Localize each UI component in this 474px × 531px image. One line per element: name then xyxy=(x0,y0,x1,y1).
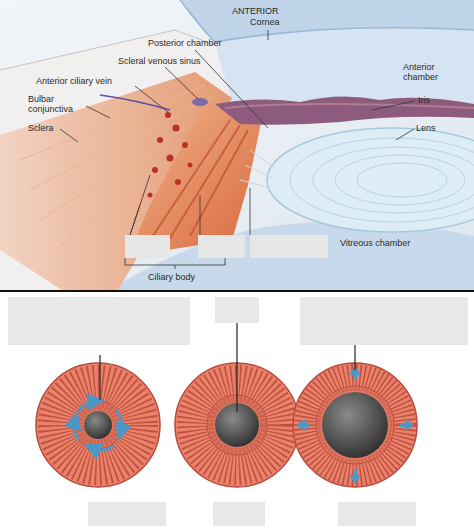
part-label: Sclera xyxy=(28,123,54,133)
divider xyxy=(0,290,474,292)
part-label: Anterior ciliary vein xyxy=(36,76,112,86)
pupil-constricted xyxy=(36,355,160,487)
part-label: ANTERIOR xyxy=(232,6,279,16)
venous-sinus xyxy=(192,98,208,106)
pupil-normal xyxy=(175,323,299,487)
part-label: Vitreous chamber xyxy=(340,238,410,248)
part-label: Posterior chamber xyxy=(148,38,222,48)
ciliary-vein xyxy=(100,95,170,110)
lens xyxy=(267,128,474,232)
zonular-fibers xyxy=(240,150,275,188)
leader-lines xyxy=(60,30,415,235)
iris xyxy=(215,96,474,124)
vessels xyxy=(148,112,193,198)
bracket xyxy=(125,258,225,269)
iris-surface xyxy=(225,104,474,108)
part-label: Anterior chamber xyxy=(403,62,459,82)
part-label: Ciliary body xyxy=(148,272,195,282)
cornea xyxy=(180,0,474,42)
part-label: Bulbar conjunctiva xyxy=(28,94,84,114)
pupil-dilated xyxy=(293,345,417,487)
part-label: Cornea xyxy=(250,17,280,27)
blank-label-box xyxy=(8,297,468,526)
ciliary-muscle xyxy=(150,120,248,240)
conjunctiva-edge xyxy=(0,30,215,70)
cornea-edge xyxy=(180,0,474,42)
part-label: Iris xyxy=(418,95,430,105)
lens-layers xyxy=(290,138,474,222)
part-label: Lens xyxy=(416,123,436,133)
part-label: Scleral venous sinus xyxy=(118,56,201,66)
blank-label-box xyxy=(125,235,328,258)
